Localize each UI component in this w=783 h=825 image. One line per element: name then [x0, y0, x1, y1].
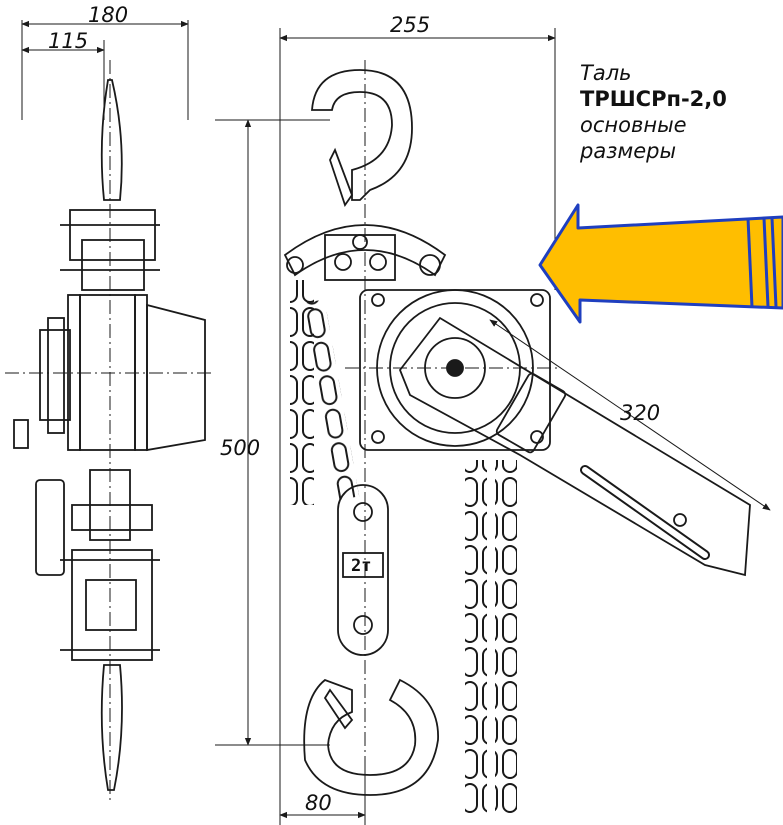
side-view: [5, 20, 215, 800]
pointer-arrow: [538, 203, 783, 324]
dim-side-partial-width: 115: [48, 29, 88, 53]
title-line-3: основные: [580, 113, 687, 137]
title-line-4: размеры: [580, 139, 677, 163]
capacity-plate: 2т: [351, 556, 371, 576]
title-line-1: Таль: [580, 61, 632, 85]
dim-front-width: 255: [390, 13, 430, 37]
dim-height: 500: [220, 436, 260, 460]
title-model: ТРШСРп-2,0: [580, 87, 727, 111]
diagram-title: Таль ТРШСРп-2,0 основные размеры: [580, 60, 780, 164]
dim-side-total-width: 180: [88, 3, 128, 27]
dim-lever-length: 320: [620, 401, 660, 425]
front-view: [215, 28, 771, 825]
dim-hook-width: 80: [305, 791, 332, 815]
